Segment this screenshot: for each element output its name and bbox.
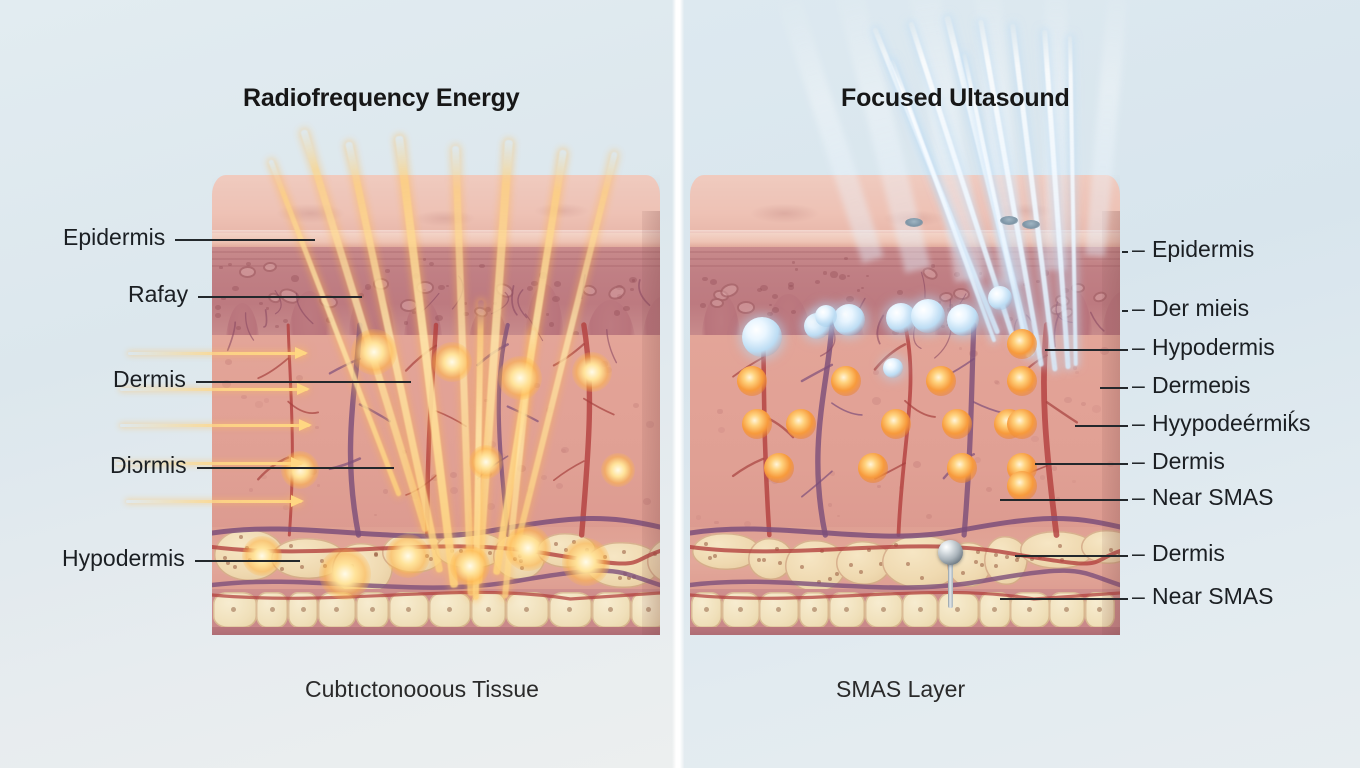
label-dash-right-1: – xyxy=(1132,236,1145,263)
label-dash-right-5: – xyxy=(1132,410,1145,437)
label-dash-right-2: – xyxy=(1132,295,1145,322)
label-right-4: Dermeɒis xyxy=(1152,372,1250,399)
label-right-2: Der mieis xyxy=(1152,295,1249,322)
label-dash-right-4: – xyxy=(1132,372,1145,399)
panel-divider xyxy=(672,0,684,768)
leader-line xyxy=(1035,463,1128,465)
leader-line xyxy=(1000,499,1128,501)
label-dash-right-6: – xyxy=(1132,448,1145,475)
label-dash-right-8: – xyxy=(1132,540,1145,567)
label-right-1: Epidermis xyxy=(1152,236,1254,263)
panel-left-title: Radiofrequency Energy xyxy=(243,84,519,113)
panel-left-caption: Cubtıctonooous Tissue xyxy=(305,676,539,703)
label-right-3: Hypodermis xyxy=(1152,334,1275,361)
label-right-6: Dermis xyxy=(1152,448,1225,475)
panel-right-title: Focused Ultasound xyxy=(841,84,1070,113)
label-dash-right-7: – xyxy=(1132,484,1145,511)
leader-line xyxy=(1045,349,1128,351)
leader-line xyxy=(1122,251,1128,253)
leader-line xyxy=(1122,310,1128,312)
leader-line xyxy=(1100,387,1128,389)
label-right-5: Hyypodeérmiḱs xyxy=(1152,410,1311,437)
panel-right-caption: SMAS Layer xyxy=(836,676,965,703)
leader-line xyxy=(1015,555,1128,557)
label-right-9: Near SMAS xyxy=(1152,583,1273,610)
leader-line xyxy=(1075,425,1128,427)
label-right-8: Dermis xyxy=(1152,540,1225,567)
leader-line xyxy=(1000,598,1128,600)
label-right-7: Near SMAS xyxy=(1152,484,1273,511)
label-dash-right-9: – xyxy=(1132,583,1145,610)
label-dash-right-3: – xyxy=(1132,334,1145,361)
